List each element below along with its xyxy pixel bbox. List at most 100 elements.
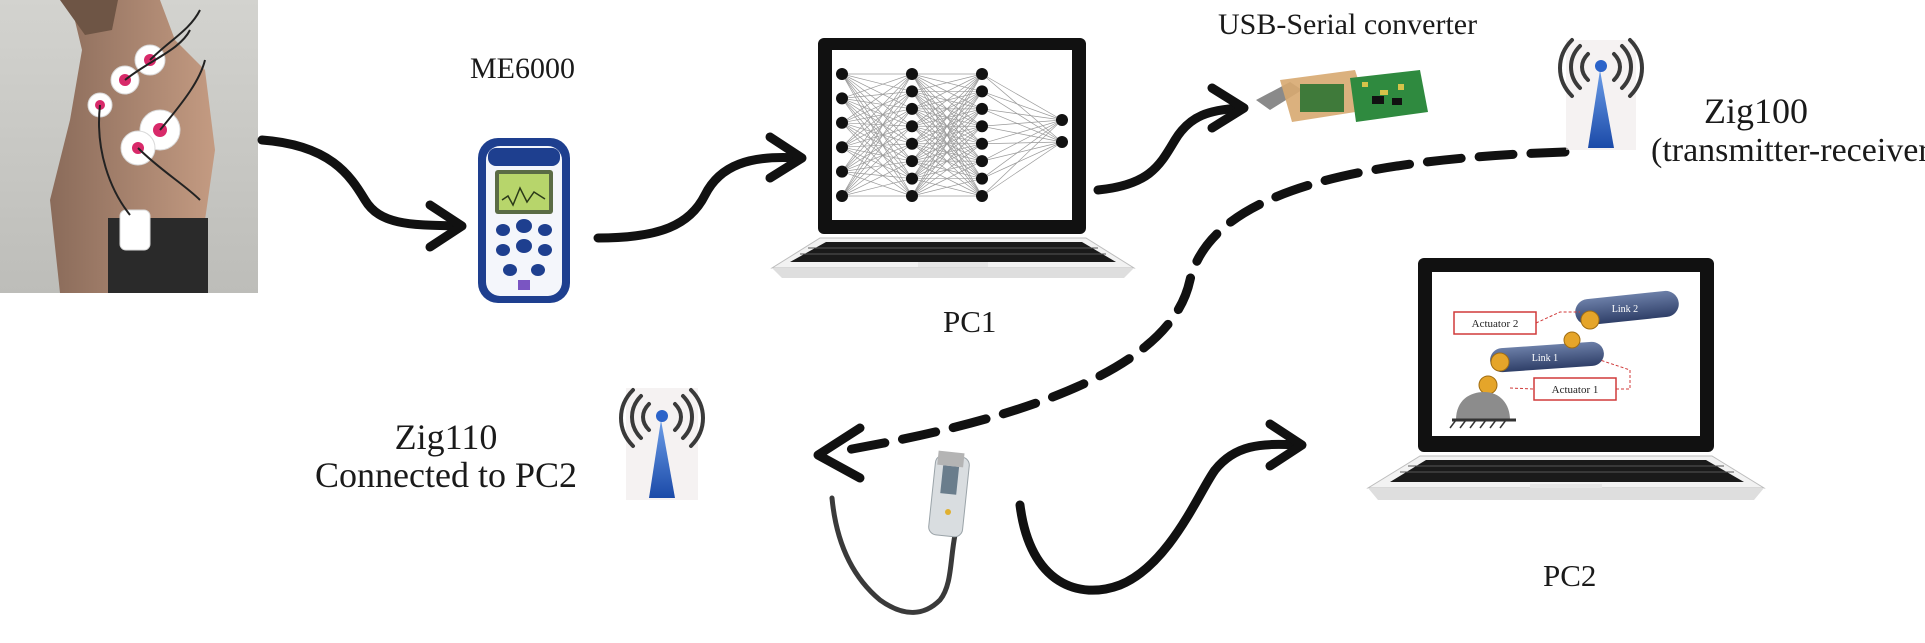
nn-connection: [841, 146, 913, 162]
nn-connection: [841, 91, 913, 124]
nn-connection: [981, 108, 1063, 143]
nn-neuron: [976, 155, 988, 168]
pc1-laptop: [770, 38, 1136, 278]
nn-connection: [981, 73, 1063, 143]
nn-connection: [841, 91, 913, 148]
nn-connection: [911, 73, 983, 197]
usb-serial-converter-label: USB-Serial converter: [1218, 8, 1478, 41]
nn-connection: [841, 73, 913, 179]
me6000-label: ME6000: [470, 52, 575, 85]
nn-connection: [981, 141, 1063, 179]
link-2-label: Link 2: [1612, 304, 1638, 315]
nn-connection: [841, 143, 913, 172]
nn-connection: [911, 73, 983, 179]
nn-connection: [841, 98, 913, 127]
zig110-usb-dongle: [829, 450, 970, 615]
nn-connection: [981, 141, 1063, 197]
nn-neuron: [976, 102, 988, 115]
zig100-antenna-icon: [1558, 38, 1644, 150]
nn-neuron: [976, 120, 988, 133]
nn-neuron: [836, 92, 848, 105]
nn-neuron: [906, 155, 918, 168]
nn-connection: [841, 98, 913, 179]
nn-connection: [841, 125, 913, 148]
nn-connection: [911, 108, 983, 197]
nn-connection: [981, 119, 1063, 179]
nn-connection: [841, 143, 913, 148]
nn-neuron: [906, 120, 918, 133]
nn-connection: [981, 119, 1063, 145]
nn-connection: [841, 146, 913, 179]
nn-connection: [841, 98, 913, 110]
usb-serial-converter: [1256, 70, 1428, 122]
nn-connection: [911, 91, 983, 197]
actuator-1-label: Actuator 1: [1552, 384, 1599, 396]
nn-connection: [911, 143, 983, 197]
pc2-laptop: Actuator 2 Actuator 1 Link 1 Link 2: [1366, 258, 1766, 500]
nn-connection: [841, 73, 913, 162]
nn-connection: [841, 73, 913, 92]
nn-connection: [841, 108, 913, 172]
nn-connection: [841, 108, 913, 148]
nn-connection: [841, 143, 913, 197]
me6000-device: [478, 138, 570, 303]
nn-connection: [841, 108, 913, 197]
nn-connection: [841, 178, 913, 197]
nn-neuron: [976, 68, 988, 80]
nn-neuron: [976, 85, 988, 98]
nn-connection: [981, 141, 1063, 162]
nn-neuron: [976, 137, 988, 150]
nn-connection: [841, 98, 913, 145]
nn-neuron: [836, 68, 848, 80]
actuator-2-label: Actuator 2: [1472, 318, 1519, 330]
nn-connection: [841, 108, 913, 124]
arrow-me6000-to-pc1: [593, 132, 807, 243]
nn-connection: [841, 91, 913, 99]
nn-neuron: [836, 190, 848, 202]
nn-connection: [841, 73, 913, 124]
nn-connection: [911, 160, 983, 197]
nn-connection: [911, 126, 983, 197]
nn-connection: [841, 73, 913, 99]
nn-neuron: [906, 172, 918, 185]
nn-connection: [841, 122, 913, 179]
nn-connection: [911, 178, 983, 197]
nn-connection: [841, 73, 913, 197]
nn-connection: [911, 73, 983, 92]
nn-connection: [911, 73, 983, 162]
nn-neuron: [1056, 114, 1068, 126]
nn-neuron: [906, 137, 918, 150]
nn-connection: [841, 91, 913, 197]
nn-connection: [841, 126, 913, 197]
nn-connection: [841, 122, 913, 127]
nn-connection: [841, 160, 913, 197]
nn-neuron: [976, 172, 988, 185]
nn-neuron: [906, 190, 918, 202]
nn-connection: [841, 73, 913, 172]
nn-connection: [841, 91, 913, 172]
nn-neuron: [976, 190, 988, 202]
nn-neuron: [906, 68, 918, 80]
nn-connection: [981, 119, 1063, 197]
nn-neuron: [836, 165, 848, 178]
nn-connection: [981, 91, 1063, 121]
nn-connection: [841, 98, 913, 162]
zig110-label: Zig110 Connected to PC2: [296, 418, 596, 494]
nn-connection: [841, 73, 913, 127]
robot-arm-diagram: Actuator 2 Actuator 1 Link 1 Link 2: [1449, 290, 1679, 429]
pc2-label: PC2: [1543, 558, 1597, 593]
nn-connection: [841, 160, 913, 172]
zig110-subtitle: Connected to PC2: [315, 455, 577, 495]
nn-connection: [981, 73, 1063, 121]
nn-neuron: [906, 102, 918, 115]
nn-connection: [841, 73, 913, 148]
nn-connection: [981, 141, 1063, 145]
zig100-subtitle-label: (transmitter-receiver): [1651, 132, 1925, 169]
arrow-dongle-to-pc2: [1015, 419, 1307, 595]
zig110-title: Zig110: [394, 417, 498, 457]
nn-connection: [981, 119, 1063, 127]
nn-neuron: [836, 116, 848, 129]
arrow-pc1-to-usb: [1093, 83, 1249, 195]
nn-connection: [841, 171, 913, 179]
